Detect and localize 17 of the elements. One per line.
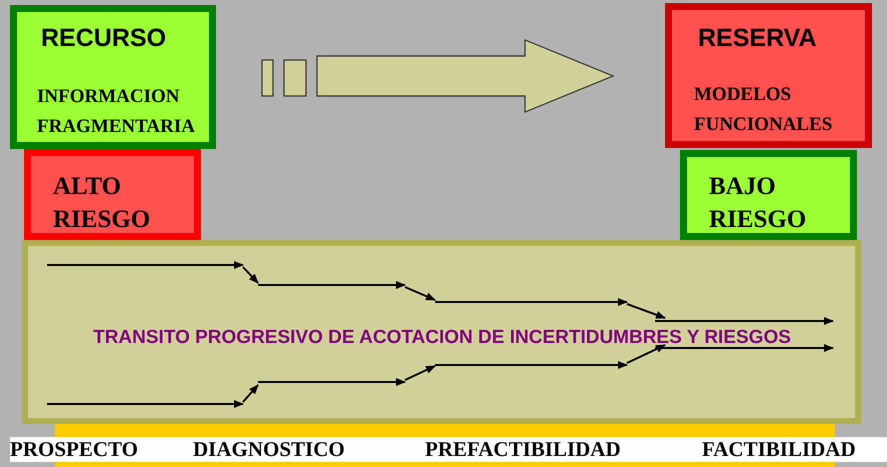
box-subtext: MODELOS FUNCIONALES <box>694 83 834 137</box>
resource-box <box>10 5 216 149</box>
box-heading: ALTO RIESGO <box>53 172 152 235</box>
box-heading: RESERVA <box>698 24 817 53</box>
block-arrow <box>261 39 615 113</box>
box-subtext: INFORMACION FRAGMENTARIA <box>37 85 196 139</box>
box-heading: BAJO RIESGO <box>709 172 808 235</box>
stage-label: DIAGNOSTICO <box>193 437 345 462</box>
stage-label: FACTIBILIDAD <box>702 437 856 462</box>
transit-band <box>22 240 861 424</box>
band-title: TRANSITO PROGRESIVO DE ACOTACION DE INCERTIDUMBRES Y RIESGOS <box>92 326 792 349</box>
risk-box <box>24 149 201 240</box>
reserve-box <box>665 3 872 148</box>
stage-label: PREFACTIBILIDAD <box>425 437 621 462</box>
risk-box <box>680 150 857 240</box>
stage-label: PROSPECTO <box>10 437 138 462</box>
box-heading: RECURSO <box>41 24 166 53</box>
